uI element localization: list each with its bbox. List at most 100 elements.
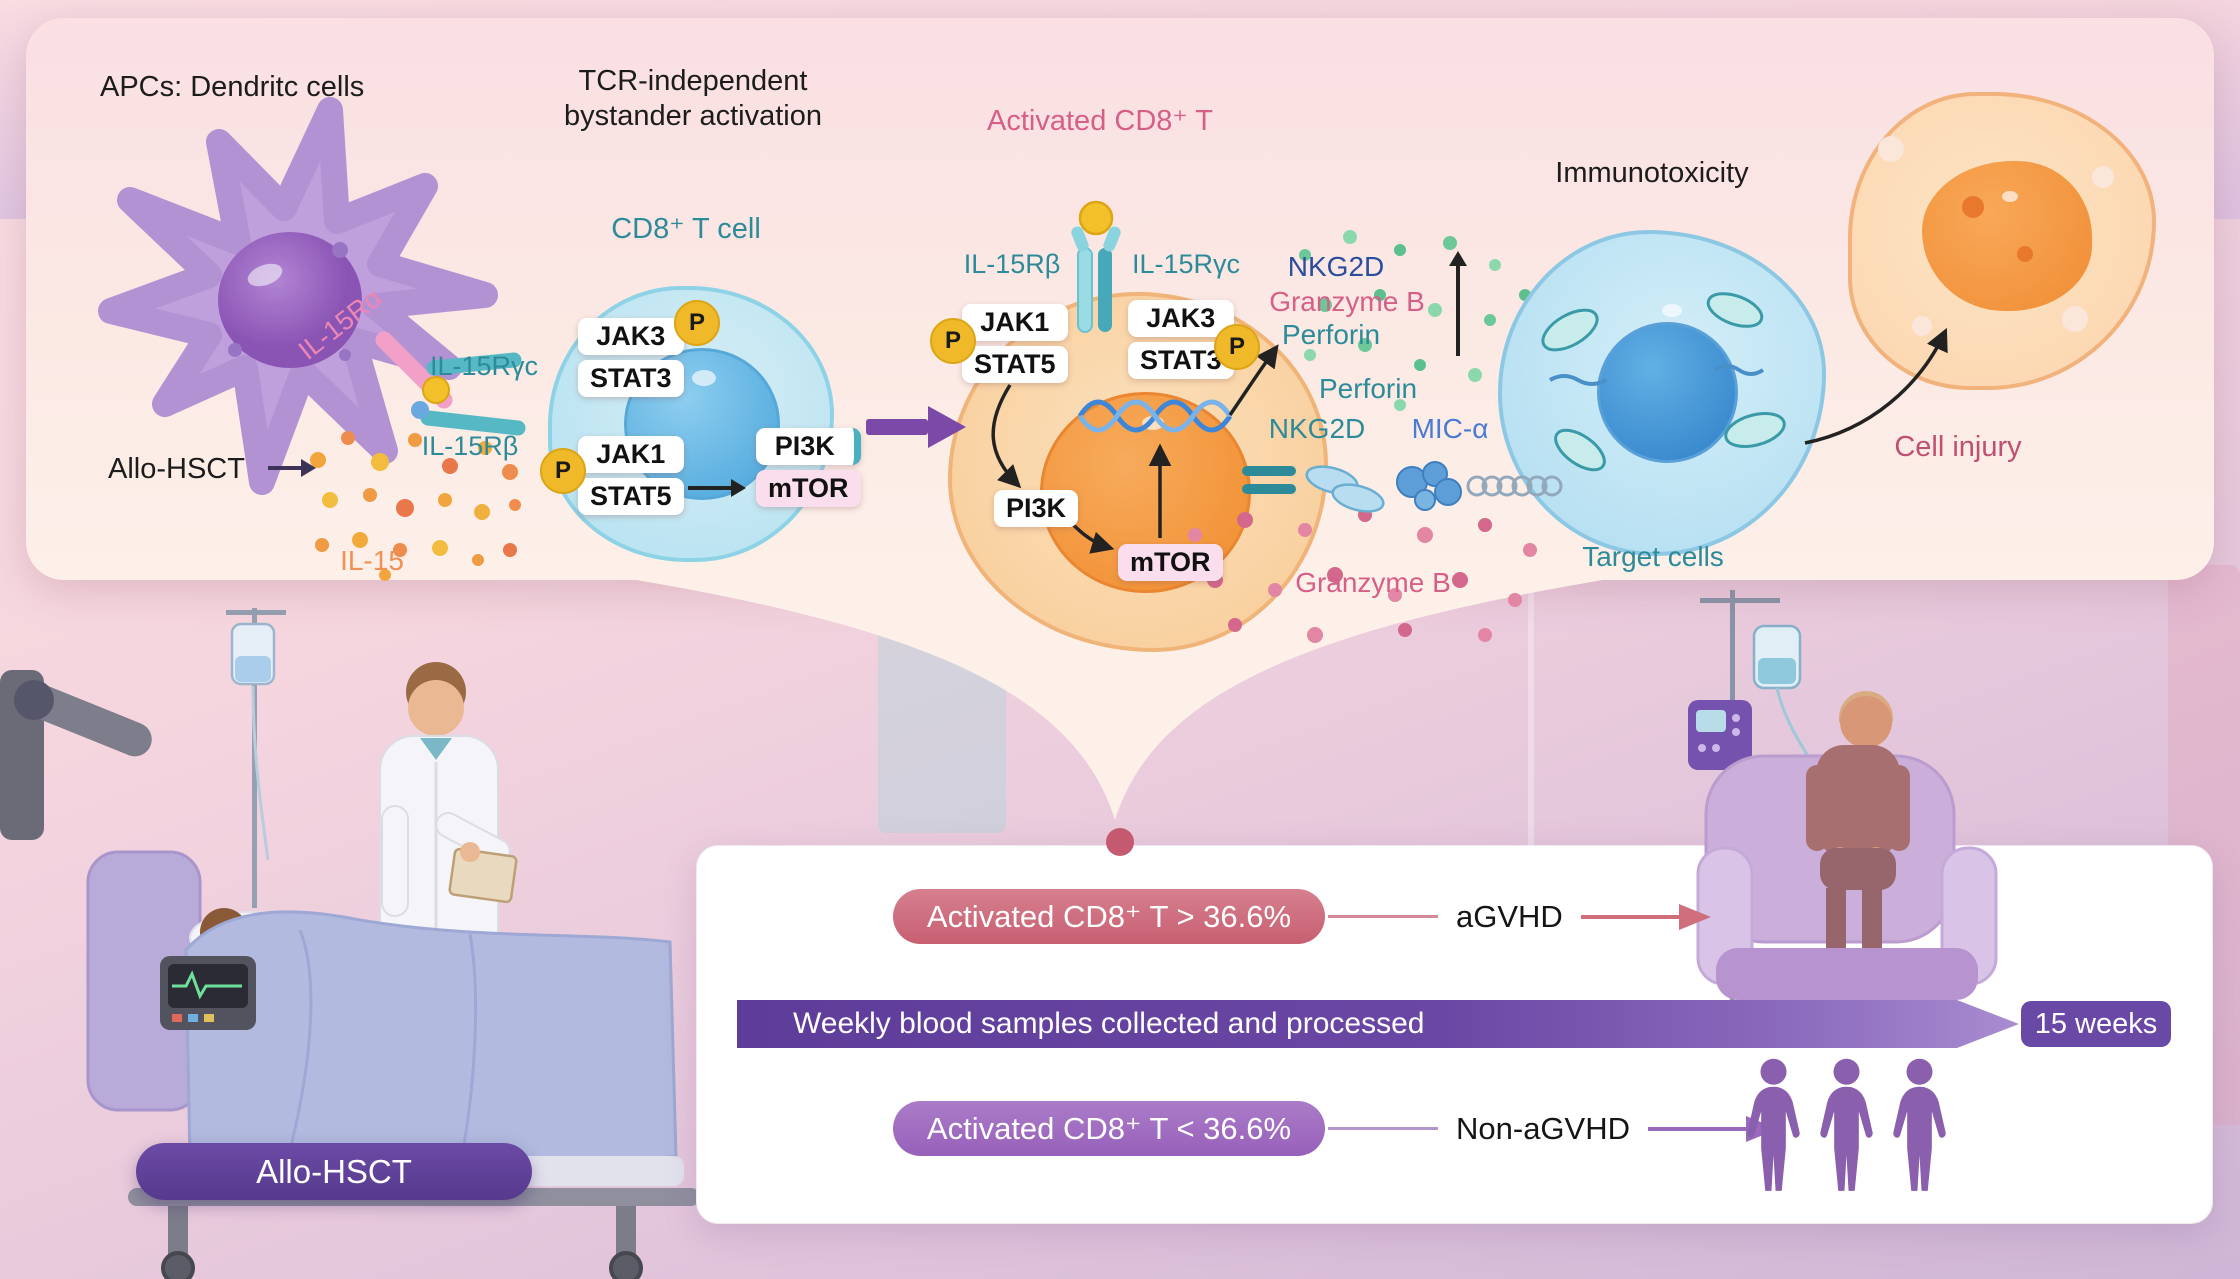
dna-icon bbox=[1077, 399, 1233, 433]
apcs-label: APCs: Dendritc cells bbox=[100, 71, 365, 103]
membrane-hole bbox=[1912, 316, 1932, 336]
high-cd8-pill: Activated CD8⁺ T > 36.6% bbox=[893, 889, 1325, 944]
tcr-label: TCR-independent bystander activation bbox=[564, 65, 822, 132]
phospho-badge: P bbox=[674, 300, 720, 346]
nkg2d-mid-label: NKG2D bbox=[1268, 413, 1366, 444]
granzyme-mid-label: Granzyme B bbox=[1295, 567, 1451, 598]
jak1-box: JAK1 bbox=[962, 304, 1068, 341]
activated-cd8-title: Activated CD8⁺ T bbox=[987, 105, 1213, 137]
pi3k-right: PI3K bbox=[994, 490, 1079, 527]
jak3-box: JAK3 bbox=[1128, 300, 1234, 337]
target-organelles bbox=[1541, 292, 1786, 472]
vitals-monitor bbox=[160, 956, 256, 1030]
iv-stand bbox=[226, 608, 286, 908]
mic-alpha-label: MIC-α bbox=[1411, 413, 1489, 444]
injured-cell bbox=[1848, 92, 2156, 390]
target-nucleus bbox=[1597, 322, 1738, 463]
target-cells-label: Target cells bbox=[1582, 541, 1724, 572]
patient-group bbox=[1742, 1058, 1951, 1195]
non-agvhd-connector: Non-aGVHD bbox=[1328, 1101, 1778, 1156]
perforin-mid-label: Perforin bbox=[1318, 373, 1418, 404]
injured-nucleus bbox=[1922, 161, 2092, 311]
pi3k-mtor-stack: PI3K mTOR bbox=[756, 428, 861, 507]
person-icon bbox=[1742, 1058, 1805, 1195]
allo-hsct-button: Allo-HSCT bbox=[136, 1143, 532, 1200]
jak3-box: JAK3 bbox=[578, 318, 684, 355]
nucleus-spot bbox=[1962, 196, 1984, 218]
cell-highlight bbox=[1662, 304, 1682, 317]
non-agvhd-label: Non-aGVHD bbox=[1456, 1110, 1630, 1146]
cd8-cell-label: CD8⁺ T cell bbox=[611, 213, 761, 245]
wall-divider bbox=[1528, 560, 1534, 1080]
hospital-bed-scene bbox=[0, 608, 700, 1279]
person-icon bbox=[1815, 1058, 1878, 1195]
armchair-front bbox=[1696, 846, 1998, 1018]
target-cell bbox=[1498, 230, 1826, 556]
panel-funnel bbox=[600, 574, 1640, 820]
stat3-box: STAT3 bbox=[578, 360, 684, 397]
duration-label: 15 weeks bbox=[2034, 1007, 2158, 1040]
allo-hsct-label: Allo-HSCT bbox=[108, 453, 245, 485]
agvhd-connector: aGVHD bbox=[1328, 889, 1711, 944]
infusion-pump bbox=[1688, 700, 1752, 770]
jak3-stat3-stack: JAK3 STAT3 bbox=[578, 318, 684, 397]
jak1-box: JAK1 bbox=[578, 436, 684, 473]
hospital-bed bbox=[86, 850, 700, 1279]
stat5-mtor-arrow-icon bbox=[688, 479, 746, 496]
il15-label: IL-15 bbox=[340, 545, 404, 576]
chair-patient-scene bbox=[1688, 590, 1998, 1018]
funnel-dot bbox=[1106, 828, 1134, 856]
jak1-stat5-stack: JAK1 STAT5 bbox=[578, 436, 684, 515]
phospho-badge: P bbox=[540, 448, 586, 494]
allo-hsct-button-label: Allo-HSCT bbox=[256, 1152, 412, 1190]
agvhd-line bbox=[1328, 915, 1438, 918]
il15rgc-left-label: IL-15Rγc bbox=[429, 351, 539, 381]
timeline-label: Weekly blood samples collected and proce… bbox=[793, 1007, 1425, 1040]
jak1-stat5-stack-right: JAK1 STAT5 bbox=[962, 304, 1068, 383]
secretion-up-arrow-icon bbox=[1449, 251, 1466, 356]
granzyme-top-label: Granzyme B bbox=[1269, 286, 1425, 317]
activation-arrow-icon bbox=[866, 406, 966, 448]
nkg2d-top-label: NKG2D bbox=[1287, 251, 1385, 282]
pi3k-box: PI3K bbox=[994, 490, 1079, 527]
membrane-hole bbox=[1878, 136, 1904, 162]
il15-receptor-complex bbox=[375, 331, 526, 436]
person-icon bbox=[1888, 1058, 1951, 1195]
low-cd8-label: Activated CD8⁺ T < 36.6% bbox=[926, 1110, 1292, 1146]
timeline-banner: Weekly blood samples collected and proce… bbox=[737, 1000, 2019, 1048]
robot-arm bbox=[0, 670, 152, 840]
stat3-box: STAT3 bbox=[1128, 342, 1234, 379]
non-agvhd-line bbox=[1328, 1127, 1438, 1130]
duration-pill: 15 weeks bbox=[2021, 1001, 2171, 1047]
cell-injury-label: Cell injury bbox=[1894, 431, 2022, 463]
stat5-box: STAT5 bbox=[578, 478, 684, 515]
high-cd8-label: Activated CD8⁺ T > 36.6% bbox=[926, 898, 1292, 934]
agvhd-label: aGVHD bbox=[1456, 898, 1563, 934]
il15rb-left-label: IL-15Rβ bbox=[421, 431, 519, 461]
il15rb-right-label: IL-15Rβ bbox=[963, 249, 1061, 279]
phospho-badge: P bbox=[930, 318, 976, 364]
allo-hsct-arrow-icon bbox=[268, 459, 316, 476]
perforin-molecules bbox=[1299, 230, 1531, 411]
nkg2d-mic-synapse bbox=[1242, 461, 1563, 513]
granzyme-molecules bbox=[1188, 508, 1537, 643]
il15-molecules bbox=[310, 431, 521, 581]
pi3k-box: PI3K bbox=[756, 428, 861, 465]
injury-arrow-icon bbox=[1804, 327, 1948, 445]
low-cd8-pill: Activated CD8⁺ T < 36.6% bbox=[893, 1101, 1325, 1156]
il15rgc-right-label: IL-15Rγc bbox=[1131, 249, 1241, 279]
jak3-stat3-stack-right: JAK3 STAT3 bbox=[1128, 300, 1234, 379]
cell-highlight bbox=[2002, 191, 2018, 202]
cell-highlight bbox=[692, 370, 716, 386]
stat5-box: STAT5 bbox=[962, 346, 1068, 383]
membrane-hole bbox=[2092, 166, 2114, 188]
immunotoxicity-label: Immunotoxicity bbox=[1555, 157, 1749, 189]
dendritic-cell bbox=[98, 97, 498, 495]
nucleus-spot bbox=[2017, 246, 2033, 262]
perforin-top-label: Perforin bbox=[1281, 319, 1381, 350]
agvhd-arrow-icon bbox=[1580, 903, 1711, 930]
mtor-box: mTOR bbox=[1118, 544, 1223, 581]
il15-receptor-stalk bbox=[1071, 200, 1121, 333]
mtor-box: mTOR bbox=[756, 470, 861, 507]
membrane-hole bbox=[2062, 306, 2088, 332]
